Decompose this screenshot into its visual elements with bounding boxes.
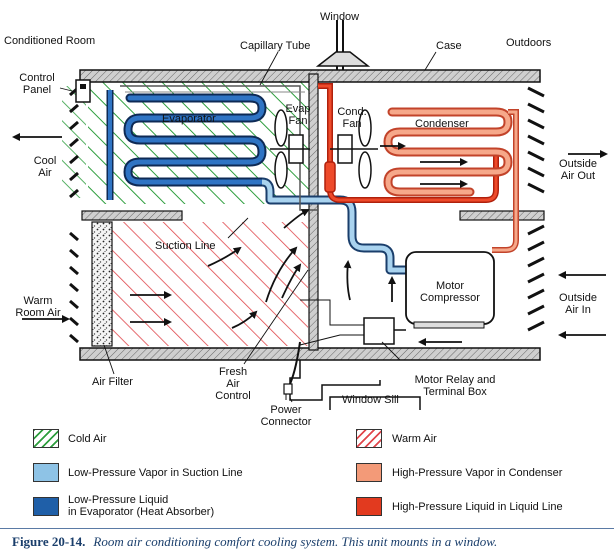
label-evap-fan: Evap Fan <box>285 103 311 127</box>
legend-text-hp-liquid: High-Pressure Liquid in Liquid Line <box>392 501 563 513</box>
right-grille <box>527 86 545 332</box>
label-suction-line: Suction Line <box>155 240 216 252</box>
airflow-arrows <box>12 133 608 346</box>
legend-swatch-lp-liquid <box>33 497 59 516</box>
label-motor-compressor: Motor Compressor <box>420 280 480 304</box>
control-panel <box>75 79 91 103</box>
label-warm-room-air: Warm Room Air <box>15 295 61 319</box>
label-outside-air-in: Outside Air In <box>559 292 597 316</box>
label-evaporator: Evaporator <box>162 113 216 125</box>
cond-fan <box>330 109 378 189</box>
legend-swatch-hp-liquid <box>356 497 382 516</box>
label-air-filter: Air Filter <box>92 376 133 388</box>
caption-number: Figure 20-14. <box>12 534 86 549</box>
legend-text-lp-liquid: Low-Pressure Liquid in Evaporator (Heat … <box>68 494 215 518</box>
label-motor-relay: Motor Relay and Terminal Box <box>414 374 496 398</box>
legend-text-warm-air: Warm Air <box>392 433 437 445</box>
legend-swatch-lp-vapor <box>33 463 59 482</box>
legend-swatch-hp-vapor <box>356 463 382 482</box>
label-fresh-air-control: Fresh Air Control <box>215 366 251 402</box>
left-grille <box>69 86 79 344</box>
caption-rule <box>0 528 614 529</box>
air-filter <box>91 221 113 347</box>
legend-text-cold-air: Cold Air <box>68 433 107 445</box>
label-capillary-tube: Capillary Tube <box>240 40 311 52</box>
label-outside-air-out: Outside Air Out <box>559 158 597 182</box>
label-outdoors: Outdoors <box>506 37 552 49</box>
label-conditioned-room: Conditioned Room <box>4 35 96 47</box>
label-window: Window <box>320 11 360 23</box>
caption-text: Room air conditioning comfort cooling sy… <box>93 534 498 549</box>
motor-relay-box <box>363 317 395 345</box>
label-control-panel: Control Panel <box>19 72 55 96</box>
legend-swatch-warm-air <box>356 429 382 448</box>
warm-air-region <box>112 222 308 346</box>
legend-text-lp-vapor: Low-Pressure Vapor in Suction Line <box>68 467 243 479</box>
legend-text-hp-vapor: High-Pressure Vapor in Condenser <box>392 467 563 479</box>
label-case: Case <box>436 40 462 52</box>
label-cond-fan: Cond. Fan <box>337 106 367 130</box>
legend-swatch-cold-air <box>33 429 59 448</box>
label-window-sill: Window Sill <box>342 394 399 406</box>
label-power-connector: Power Connector <box>260 404 312 428</box>
label-condenser: Condenser <box>415 118 469 130</box>
label-cool-air: Cool Air <box>33 155 57 179</box>
evap-fan <box>270 109 310 189</box>
figure-caption: Figure 20-14. Room air conditioning comfo… <box>12 534 497 550</box>
